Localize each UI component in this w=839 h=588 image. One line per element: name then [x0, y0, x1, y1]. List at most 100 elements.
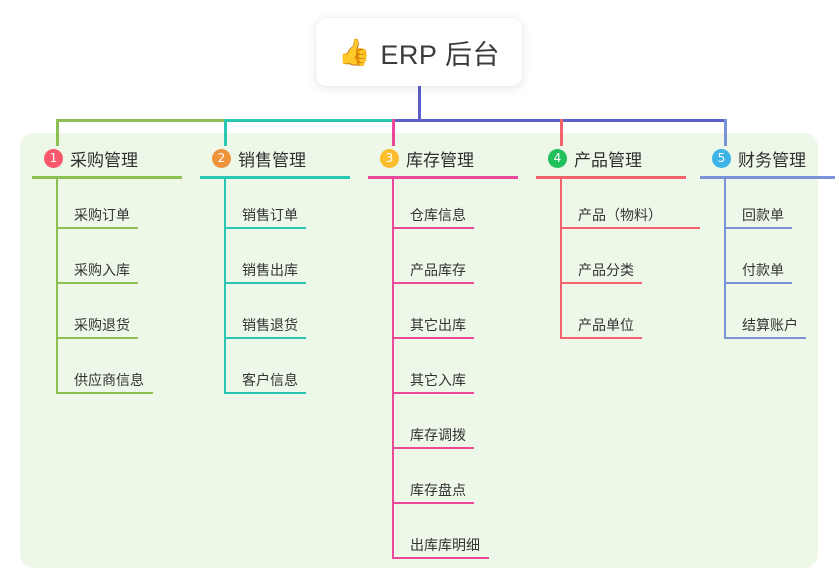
bus-segment-1	[56, 119, 227, 122]
menu-item-rule	[224, 282, 306, 284]
menu-item-rule	[724, 337, 806, 339]
menu-item-label: 采购订单	[74, 207, 130, 223]
menu-item-rule	[392, 447, 474, 449]
menu-item-label: 销售订单	[242, 207, 298, 223]
menu-item[interactable]: 销售订单	[224, 179, 350, 234]
bus-segment-4	[560, 119, 727, 122]
column-header-rule-3	[368, 176, 518, 179]
column-items-1: 采购订单采购入库采购退货供应商信息	[56, 179, 182, 399]
menu-item-label: 客户信息	[242, 372, 298, 388]
column-badge-2: 2	[212, 148, 231, 168]
menu-item[interactable]: 库存盘点	[392, 454, 518, 509]
column-badge-1: 1	[44, 148, 63, 168]
column-title-2: 销售管理	[238, 150, 306, 170]
menu-item[interactable]: 其它出库	[392, 289, 518, 344]
menu-item[interactable]: 出库库明细	[392, 509, 518, 564]
menu-item[interactable]: 采购入库	[56, 234, 182, 289]
menu-item[interactable]: 产品单位	[560, 289, 686, 344]
column-spine-4	[560, 179, 562, 339]
menu-item-rule	[224, 392, 306, 394]
drop-connector-4	[560, 119, 563, 146]
column-spine-2	[224, 179, 226, 394]
menu-item-label: 供应商信息	[74, 372, 144, 388]
column-header-rule-5	[700, 176, 835, 179]
column-spine-3	[392, 179, 394, 559]
column-header-rule-2	[200, 176, 350, 179]
column-header-4[interactable]: 4 产品管理	[536, 146, 686, 170]
menu-item[interactable]: 回款单	[724, 179, 835, 234]
column-badge-4: 4	[548, 148, 567, 168]
menu-item-label: 采购退货	[74, 317, 130, 333]
menu-item-label: 销售出库	[242, 262, 298, 278]
menu-item[interactable]: 销售出库	[224, 234, 350, 289]
menu-item-rule	[224, 337, 306, 339]
menu-item[interactable]: 产品分类	[560, 234, 686, 289]
drop-connector-1	[56, 119, 59, 146]
column-title-3: 库存管理	[406, 150, 474, 170]
column-items-4: 产品（物料） 产品分类产品单位	[560, 179, 700, 344]
menu-item-rule	[560, 282, 642, 284]
menu-item[interactable]: 销售退货	[224, 289, 350, 344]
menu-item-label: 产品分类	[578, 262, 634, 278]
column-title-4: 产品管理	[574, 150, 642, 170]
column-5: 5 财务管理回款单付款单结算账户	[700, 146, 835, 344]
menu-item-label: 其它入库	[410, 372, 466, 388]
menu-item[interactable]: 产品（物料）	[560, 179, 700, 234]
menu-item-rule	[56, 227, 138, 229]
menu-item-rule	[724, 227, 792, 229]
bus-segment-2	[224, 119, 395, 122]
column-spine-1	[56, 179, 58, 394]
menu-item-rule	[392, 502, 474, 504]
root-node-card[interactable]: 👍 ERP 后台	[316, 18, 522, 86]
menu-item-rule	[392, 557, 489, 559]
menu-item-label: 采购入库	[74, 262, 130, 278]
menu-item-rule	[560, 337, 642, 339]
menu-item[interactable]: 其它入库	[392, 344, 518, 399]
diagram-background-panel	[20, 133, 818, 568]
menu-item-label: 产品单位	[578, 317, 634, 333]
menu-item-label: 库存盘点	[410, 482, 466, 498]
menu-item[interactable]: 仓库信息	[392, 179, 518, 234]
menu-item-label: 其它出库	[410, 317, 466, 333]
menu-item-rule	[56, 337, 138, 339]
menu-item[interactable]: 供应商信息	[56, 344, 182, 399]
root-node-title: ERP 后台	[380, 39, 500, 70]
drop-connector-5	[724, 119, 727, 146]
menu-item-rule	[56, 282, 138, 284]
menu-item-label: 库存调拨	[410, 427, 466, 443]
column-title-5: 财务管理	[738, 150, 806, 170]
column-2: 2 销售管理销售订单销售出库销售退货客户信息	[200, 146, 350, 399]
menu-item-rule	[224, 227, 306, 229]
column-header-rule-1	[32, 176, 182, 179]
column-badge-3: 3	[380, 148, 399, 168]
menu-item[interactable]: 客户信息	[224, 344, 350, 399]
column-header-3[interactable]: 3 库存管理	[368, 146, 518, 170]
menu-item[interactable]: 采购退货	[56, 289, 182, 344]
drop-connector-2	[224, 119, 227, 146]
menu-item-label: 付款单	[742, 262, 784, 278]
menu-item[interactable]: 采购订单	[56, 179, 182, 234]
column-header-rule-4	[536, 176, 686, 179]
menu-item[interactable]: 库存调拨	[392, 399, 518, 454]
bus-segment-3	[392, 119, 563, 122]
column-header-2[interactable]: 2 销售管理	[200, 146, 350, 170]
column-badge-5: 5	[712, 148, 731, 168]
menu-item-rule	[392, 337, 474, 339]
menu-item-rule	[56, 392, 153, 394]
menu-item[interactable]: 付款单	[724, 234, 835, 289]
menu-item-rule	[560, 227, 700, 229]
column-items-3: 仓库信息产品库存其它出库其它入库库存调拨库存盘点出库库明细	[392, 179, 518, 564]
menu-item-label: 结算账户	[742, 317, 798, 333]
menu-item[interactable]: 结算账户	[724, 289, 835, 344]
menu-item-rule	[392, 227, 474, 229]
column-4: 4 产品管理产品（物料） 产品分类产品单位	[536, 146, 700, 344]
column-3: 3 库存管理仓库信息产品库存其它出库其它入库库存调拨库存盘点出库库明细	[368, 146, 518, 564]
menu-item-label: 产品库存	[410, 262, 466, 278]
menu-item-label: 产品（物料）	[578, 207, 662, 223]
drop-connector-3	[392, 119, 395, 146]
menu-item[interactable]: 产品库存	[392, 234, 518, 289]
column-header-5[interactable]: 5 财务管理	[700, 146, 835, 170]
menu-item-label: 销售退货	[242, 317, 298, 333]
